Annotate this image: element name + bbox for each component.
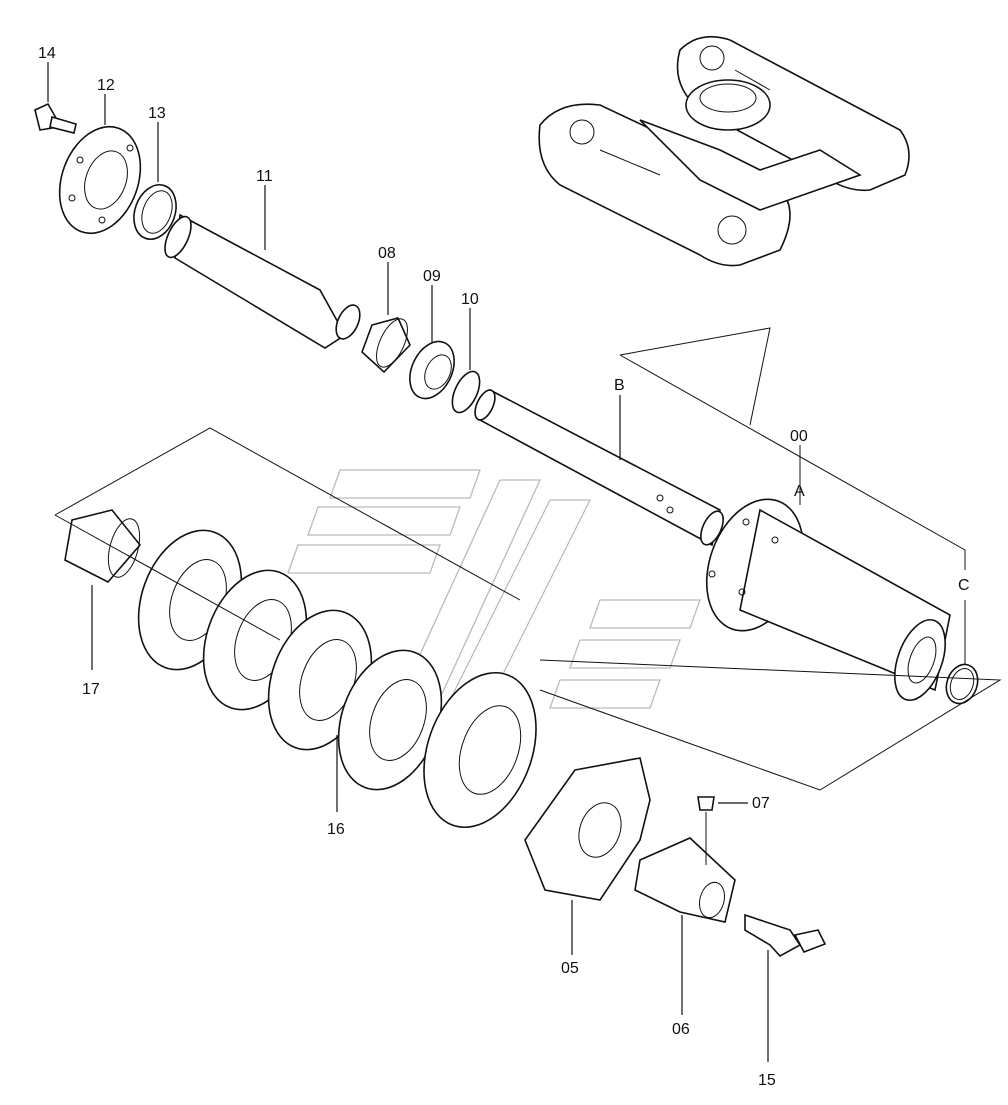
callout-09: 09 xyxy=(423,268,441,285)
callout-a: A xyxy=(794,483,805,500)
callout-10: 10 xyxy=(461,291,479,308)
callout-08: 08 xyxy=(378,245,396,262)
spring-bay-outline xyxy=(54,427,1002,791)
callout-b: B xyxy=(614,377,625,394)
callout-05: 05 xyxy=(561,960,579,977)
part-07-fitting xyxy=(697,796,748,865)
part-08-bushing xyxy=(361,262,411,374)
part-10-snap-ring xyxy=(451,308,481,414)
callout-14: 14 xyxy=(38,45,56,62)
part-a-cylinder xyxy=(705,498,951,701)
part-14-bolt xyxy=(34,62,77,134)
callout-07: 07 xyxy=(752,795,770,812)
callout-labels: 14 12 13 11 08 09 10 B 00 A C 17 16 07 0… xyxy=(38,45,970,1089)
callout-c: C xyxy=(958,577,970,594)
part-17-spacer xyxy=(64,509,142,670)
part-b-piston-rod xyxy=(474,388,724,547)
part-15-elbow-fitting xyxy=(744,913,827,1062)
callout-00: 00 xyxy=(790,428,808,445)
part-c-o-ring xyxy=(945,663,979,705)
callout-06: 06 xyxy=(672,1021,690,1038)
callout-11: 11 xyxy=(256,168,273,185)
callout-15: 15 xyxy=(758,1072,776,1089)
part-12-flange xyxy=(58,94,142,235)
callout-13: 13 xyxy=(148,105,166,122)
part-11-shaft xyxy=(164,185,361,349)
part-13-ring xyxy=(133,122,177,240)
callout-16: 16 xyxy=(327,821,345,838)
assembly-outline-00 xyxy=(619,327,966,665)
undercarriage-thumbnail xyxy=(538,35,910,267)
part-06-nut xyxy=(634,837,736,1015)
part-16-spring xyxy=(137,529,537,829)
callout-12: 12 xyxy=(97,77,115,94)
part-05-retainer xyxy=(524,757,651,955)
part-09-seal xyxy=(409,285,455,400)
callout-17: 17 xyxy=(82,681,100,698)
